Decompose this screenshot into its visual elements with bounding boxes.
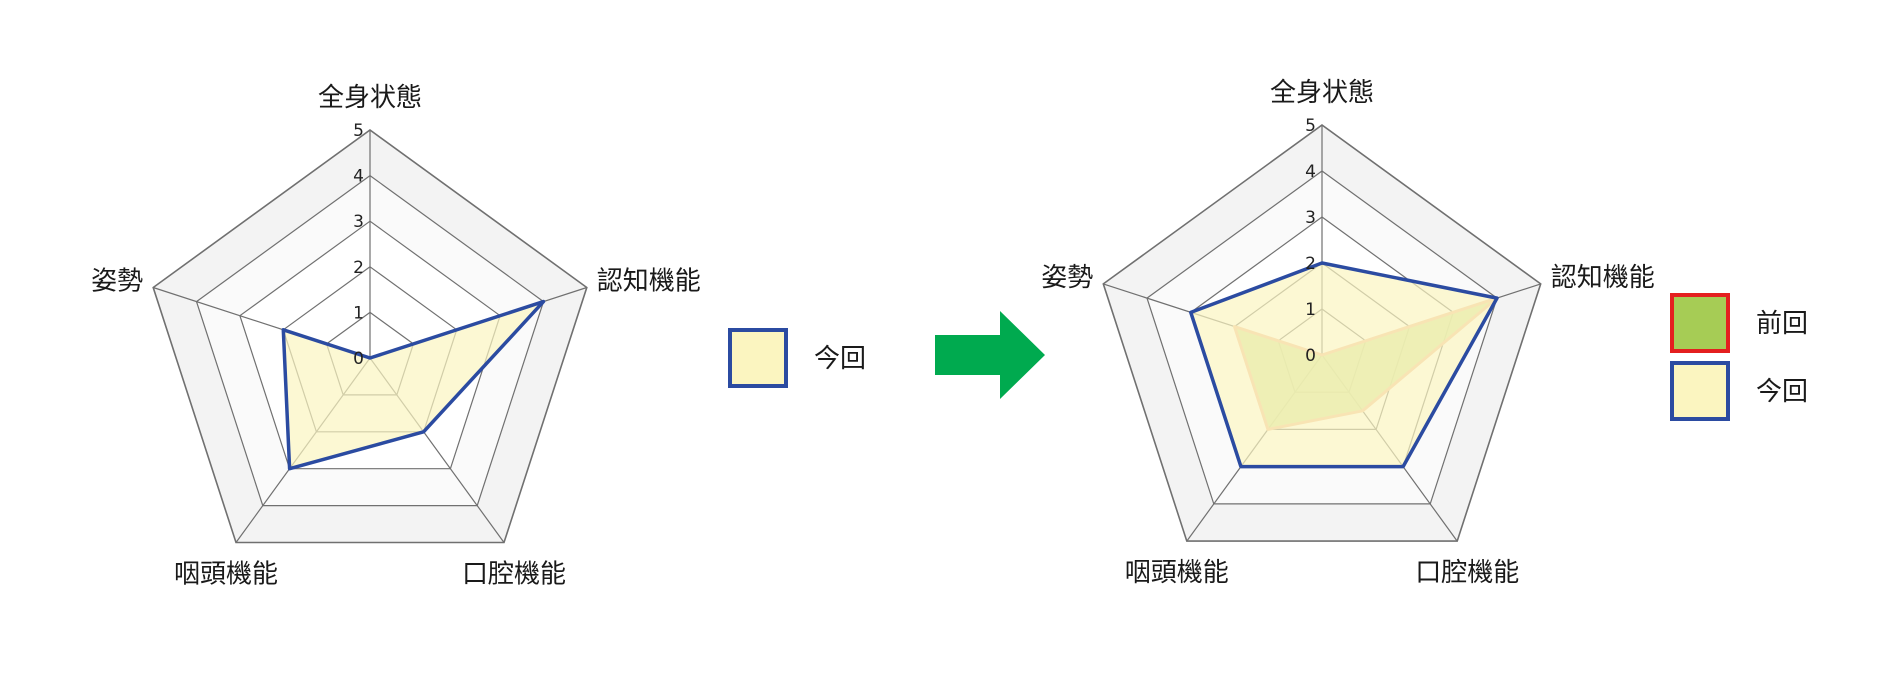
legend-swatch [1670, 293, 1730, 353]
axis-label: 全身状態 [1270, 78, 1374, 108]
tick-label: 0 [353, 349, 364, 369]
legend-label: 今回 [814, 344, 866, 374]
tick-label: 2 [1305, 254, 1316, 274]
series-1-polygon [1189, 261, 1499, 469]
axis-label: 口腔機能 [1415, 558, 1519, 588]
axis-label: 姿勢 [1041, 263, 1093, 293]
axis-label: 認知機能 [597, 267, 701, 297]
tick-label: 3 [1305, 208, 1316, 228]
legend-swatch [728, 328, 788, 388]
legend-current: 今回 [728, 328, 866, 388]
axis-label: 全身状態 [318, 83, 422, 113]
legend-label: 前回 [1756, 309, 1808, 339]
tick-label: 4 [1305, 162, 1316, 182]
right-arrow-icon [935, 311, 1045, 399]
tick-label: 4 [353, 167, 364, 187]
legend-label: 今回 [1756, 377, 1808, 407]
tick-label: 1 [1305, 300, 1316, 320]
axis-label: 姿勢 [91, 267, 143, 297]
axis-label: 口腔機能 [462, 560, 566, 590]
tick-label: 2 [353, 258, 364, 278]
tick-label: 1 [353, 303, 364, 323]
tick-label: 5 [1305, 116, 1316, 136]
axis-label: 咽頭機能 [1125, 558, 1229, 588]
tick-label: 5 [353, 121, 364, 141]
axis-label: 咽頭機能 [174, 560, 278, 590]
series-0-polygon [281, 299, 546, 471]
legend-swatch [1670, 361, 1730, 421]
tick-label: 0 [1305, 346, 1316, 366]
tick-label: 3 [353, 212, 364, 232]
right-arrow-shape [935, 311, 1045, 399]
axis-label: 認知機能 [1551, 263, 1655, 293]
